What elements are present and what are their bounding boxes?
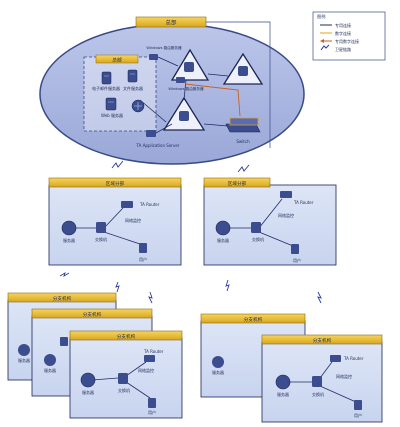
user-label: 用户 [354,412,362,418]
router-icon [121,201,133,208]
monitor-label: 网络监控 [336,373,352,379]
router-label: TA Router [139,202,160,207]
server-icon [105,97,117,111]
branch-left-front: 分支机构 服务器 交换机 TA Router 网络监控 用户 [69,330,183,419]
switch-label: 交换机 [312,391,324,397]
regional-office-left: 区域分部 服务器 交换机 TA Router 网络监控 用户 [48,177,182,266]
satellite-link-icons [59,160,322,304]
legend-item-label: 卫星链路 [335,46,351,52]
office-title: 分支机构 [83,311,102,318]
hq-office: 总部 电子邮件服务器 文件服务器 Web 服务器 [83,54,157,132]
monitor-label: 网络监控 [138,367,154,373]
monitor-label: 网络监控 [125,217,141,223]
switch-label: 交换机 [118,387,130,393]
switch-label: Switch [236,139,250,144]
server-icon [127,69,138,83]
router-triangle-top [170,48,210,81]
office-title: 分支机构 [117,333,136,340]
switch-icon [312,376,322,387]
router-triangle-mid [162,96,206,131]
email-server-label: 电子邮件服务器 [92,85,120,91]
server-label: 服务器 [82,389,94,395]
user-label: 用户 [139,256,147,262]
device-icon [149,54,158,60]
office-title: 分支机构 [313,337,332,344]
hq-office-title: 总部 [112,56,122,63]
router-mid-label: Windows 路由服务器 [168,86,204,91]
office-title: 区域分部 [228,180,247,187]
user-label: 用户 [293,257,301,263]
user-icon [148,398,156,408]
switch-icon [96,222,106,233]
switch-icon [251,222,261,233]
office-title: 区域分部 [106,180,125,187]
server-icon [80,372,96,388]
router-label: TA Router [293,200,314,205]
user-icon [354,400,362,410]
switch-label: 交换机 [252,236,264,242]
switch-icon [118,373,128,384]
server-label: 服务器 [212,369,224,375]
router-triangle-right [222,52,264,85]
server-label: 服务器 [217,237,229,243]
server-icon [212,356,224,368]
server-label: 服务器 [44,367,56,373]
server-label: 服务器 [18,357,30,363]
router-label: TA Router [143,349,164,354]
device-icon [176,77,185,83]
user-icon [291,244,299,254]
switch-icon [60,337,68,346]
router-icon [131,99,145,113]
server-icon [44,354,56,366]
server-icon [18,344,30,356]
user-label: 用户 [148,409,156,415]
router-label: TA Router [343,356,364,361]
server-icon [215,220,231,236]
switch-label: 交换机 [95,236,107,242]
office-title: 分支机构 [244,316,263,323]
regional-office-right: 区域分部 服务器 交换机 TA Router 网络监控 用户 [203,177,337,266]
server-icon [275,374,291,390]
branch-right-front: 分支机构 服务器 交换机 TA Router 网络监控 用户 [261,334,383,423]
server-label: 服务器 [63,237,75,243]
server-label: 服务器 [277,391,289,397]
hq-title: 总部 [165,19,177,27]
monitor-label: 网络监控 [278,212,294,218]
legend-item-label: 数字连接 [335,30,351,36]
web-server-label: Web 服务器 [101,112,123,118]
router-icon [144,355,155,362]
router-icon [330,355,341,362]
switch-icon [225,117,261,133]
user-icon [139,243,147,253]
router-icon [280,191,292,198]
legend: 图例 专用连接 数字连接 专用数字连接 卫星链路 [312,11,386,61]
office-title: 分支机构 [53,295,72,302]
legend-item-label: 专用数字连接 [335,38,359,44]
hq-orange-link [184,83,241,117]
legend-item-label: 专用连接 [335,22,351,28]
legend-title: 图例 [317,13,325,20]
ta-app-server-label: TA Application Server [136,143,180,148]
file-server-label: 文件服务器 [123,85,143,91]
router-top-label: Windows 路由服务器 [146,45,182,50]
server-icon [61,220,77,236]
device-icon [146,130,156,137]
server-icon [101,71,112,85]
hq-links [139,56,229,134]
